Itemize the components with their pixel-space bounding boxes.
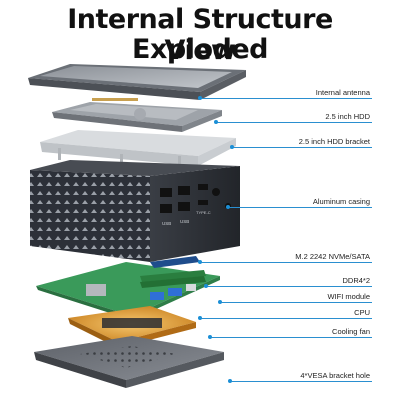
leader-internal-antenna bbox=[200, 98, 372, 99]
rj45-port bbox=[186, 284, 196, 291]
leader-hdd bbox=[216, 122, 372, 123]
port-label-usb-2: USB bbox=[180, 219, 189, 224]
cpu-chip bbox=[86, 284, 106, 296]
top-lid bbox=[28, 64, 246, 100]
hdd-bracket-part bbox=[40, 130, 236, 168]
vesa-base-plate bbox=[34, 336, 224, 388]
leader-aluminum-casing bbox=[228, 207, 372, 208]
leader-m2 bbox=[200, 262, 372, 263]
ddr4-stick-1 bbox=[140, 270, 206, 282]
dot-hdd-bracket bbox=[230, 145, 234, 149]
title-line-1: Internal Structure Exploded bbox=[67, 4, 333, 65]
dot-cpu bbox=[198, 316, 202, 320]
label-hdd: 2.5 inch HDD bbox=[325, 112, 370, 121]
label-aluminum-casing: Aluminum casing bbox=[312, 197, 370, 206]
label-m2: M.2 2242 NVMe/SATA bbox=[295, 252, 370, 261]
label-internal-antenna: Internal antenna bbox=[315, 88, 370, 97]
dot-m2 bbox=[198, 260, 202, 264]
label-cpu: CPU bbox=[354, 308, 370, 317]
dot-ddr4 bbox=[204, 284, 208, 288]
leader-hdd-bracket bbox=[232, 147, 372, 148]
port-label-type-c: TYPE-C bbox=[196, 210, 211, 215]
port-label-usb-1: USB bbox=[162, 221, 171, 226]
hdd-drive bbox=[52, 102, 222, 132]
usb-block-1 bbox=[150, 292, 164, 300]
dot-internal-antenna bbox=[198, 96, 202, 100]
dot-aluminum-casing bbox=[226, 205, 230, 209]
internal-antenna-part bbox=[92, 98, 138, 101]
dot-wifi bbox=[218, 300, 222, 304]
dot-hdd bbox=[214, 120, 218, 124]
label-vesa: 4*VESA bracket hole bbox=[300, 371, 370, 380]
leader-ddr4 bbox=[206, 286, 372, 287]
leader-cooling-fan bbox=[210, 337, 372, 338]
leader-vesa bbox=[230, 381, 372, 382]
dot-cooling-fan bbox=[208, 335, 212, 339]
label-ddr4: DDR4*2 bbox=[342, 276, 370, 285]
usb-block-2 bbox=[168, 288, 182, 296]
ddr4-stick-2 bbox=[140, 276, 206, 288]
aluminum-casing-part bbox=[30, 160, 240, 262]
title-line-2: View bbox=[164, 35, 236, 66]
label-cooling-fan: Cooling fan bbox=[332, 327, 370, 336]
label-hdd-bracket: 2.5 inch HDD bracket bbox=[298, 137, 370, 146]
label-wifi: WIFI module bbox=[327, 292, 370, 301]
m2-ssd bbox=[150, 256, 200, 268]
leader-cpu bbox=[200, 318, 372, 319]
dot-vesa bbox=[228, 379, 232, 383]
leader-wifi bbox=[220, 302, 372, 303]
